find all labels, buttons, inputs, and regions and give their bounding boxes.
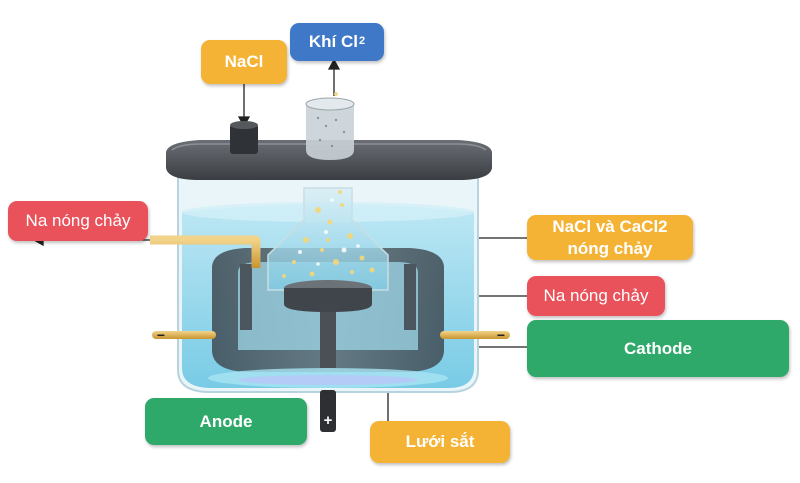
na-right-label: Na nóng chảy: [527, 276, 665, 316]
cathode-label-text: Cathode: [624, 338, 692, 358]
anode-label: Anode: [145, 398, 307, 445]
plus-sign: +: [324, 412, 333, 429]
electrolyte-label-line1: NaCl và CaCl2: [552, 217, 668, 237]
iron-mesh-label-text: Lưới sắt: [405, 432, 475, 452]
anode-terminal: [320, 390, 336, 432]
cl2-arrowhead: [327, 58, 341, 70]
cl2-outlet-chimney: [306, 104, 354, 160]
cathode-label: Cathode: [527, 320, 789, 377]
nacl-feed-port: [230, 124, 258, 154]
cl2-outlet-top: [305, 97, 355, 111]
anode-stem: [320, 312, 336, 368]
iron-mesh: [238, 375, 418, 385]
cathode-left-wall: [240, 264, 252, 330]
anode-label-text: Anode: [199, 411, 253, 431]
na-right-label-text: Na nóng chảy: [543, 286, 649, 306]
cathode-rod-left: [152, 331, 216, 339]
nacl-label: NaCl: [201, 40, 287, 84]
nacl-label-text: NaCl: [224, 52, 264, 72]
cathode-right-wall: [404, 264, 416, 330]
na-left-label: Na nóng chảy: [8, 201, 148, 241]
anode-disc: [284, 288, 372, 312]
electrolyte-label: NaCl và CaCl2 nóng chảy: [527, 215, 693, 260]
electrolyte-label-line2: nóng chảy: [567, 238, 653, 258]
cl2-label-subscript: 2: [358, 35, 366, 48]
minus-sign-left: −: [157, 327, 165, 343]
cl2-label-text: Khí Cl: [308, 32, 358, 52]
nacl-feed-port-top: [230, 121, 258, 129]
minus-sign-right: −: [497, 327, 505, 343]
iron-mesh-label: Lưới sắt: [370, 421, 510, 463]
cathode-rod-right: [440, 331, 510, 339]
na-left-label-text: Na nóng chảy: [25, 211, 131, 231]
na-outlet-pipe: [150, 235, 261, 268]
light-bubbles: [298, 198, 360, 266]
